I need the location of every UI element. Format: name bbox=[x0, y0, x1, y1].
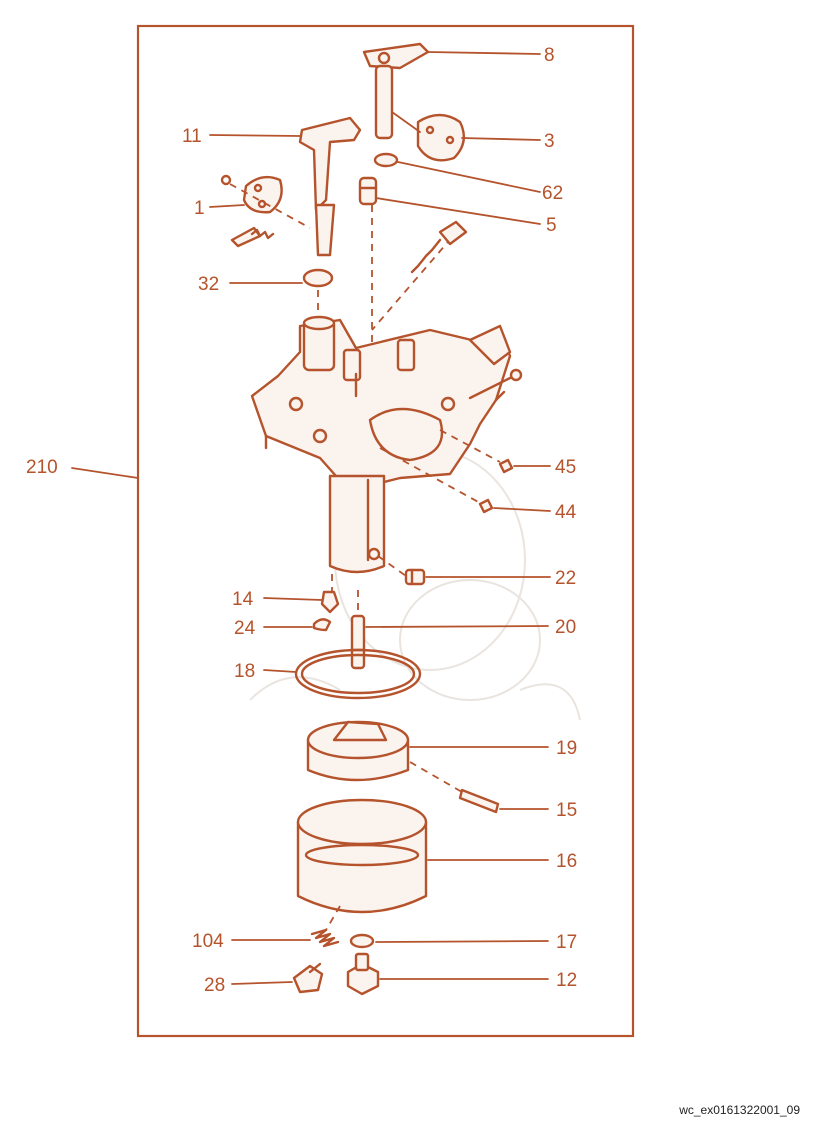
label-16: 16 bbox=[556, 851, 577, 872]
diagram-code: wc_ex0161322001_09 bbox=[679, 1103, 800, 1117]
label-8: 8 bbox=[544, 45, 555, 66]
part-choke-plate bbox=[220, 174, 283, 248]
part-bolt-washer bbox=[349, 933, 375, 949]
label-17: 17 bbox=[556, 932, 577, 953]
label-32: 32 bbox=[198, 274, 219, 295]
label-20: 20 bbox=[555, 617, 576, 638]
label-11: 11 bbox=[182, 126, 202, 147]
part-idle-screw bbox=[410, 220, 468, 274]
part-main-nozzle bbox=[350, 590, 366, 670]
part-drain-screw bbox=[292, 962, 324, 994]
part-jet-45 bbox=[498, 458, 514, 474]
part-carburetor-body bbox=[250, 315, 512, 490]
label-44: 44 bbox=[555, 502, 577, 523]
label-1: 1 bbox=[194, 198, 205, 219]
part-throttle-shaft bbox=[362, 42, 430, 140]
part-nozzle-housing bbox=[328, 474, 386, 574]
part-jet-44 bbox=[478, 498, 494, 514]
diagram-frame bbox=[136, 24, 635, 1038]
part-bowl-bolt bbox=[346, 952, 380, 996]
part-drain-spring bbox=[310, 905, 341, 948]
label-104: 104 bbox=[192, 931, 224, 952]
label-19: 19 bbox=[556, 738, 577, 759]
part-seal-5 bbox=[358, 176, 378, 206]
label-14: 14 bbox=[232, 589, 254, 610]
label-3: 3 bbox=[544, 131, 555, 152]
label-15: 15 bbox=[556, 800, 577, 821]
part-float bbox=[306, 720, 410, 782]
part-float-pin bbox=[458, 788, 500, 814]
label-210: 210 bbox=[26, 457, 58, 478]
label-22: 22 bbox=[555, 568, 576, 589]
label-62: 62 bbox=[542, 183, 563, 204]
part-choke-lever bbox=[298, 116, 362, 257]
label-5: 5 bbox=[546, 215, 557, 236]
label-12: 12 bbox=[556, 970, 577, 991]
label-24: 24 bbox=[234, 618, 256, 639]
label-45: 45 bbox=[555, 457, 576, 478]
part-fitting-22 bbox=[404, 568, 426, 586]
part-float-needle bbox=[320, 590, 340, 614]
part-float-bowl bbox=[296, 798, 428, 914]
part-needle-clip bbox=[312, 618, 332, 632]
part-bowl-gasket bbox=[294, 648, 422, 700]
part-body-screw bbox=[468, 368, 523, 400]
label-18: 18 bbox=[234, 661, 255, 682]
label-28: 28 bbox=[204, 975, 225, 996]
part-throttle-plate bbox=[416, 113, 466, 162]
part-washer-62 bbox=[373, 152, 399, 168]
part-seal-32 bbox=[302, 268, 334, 288]
